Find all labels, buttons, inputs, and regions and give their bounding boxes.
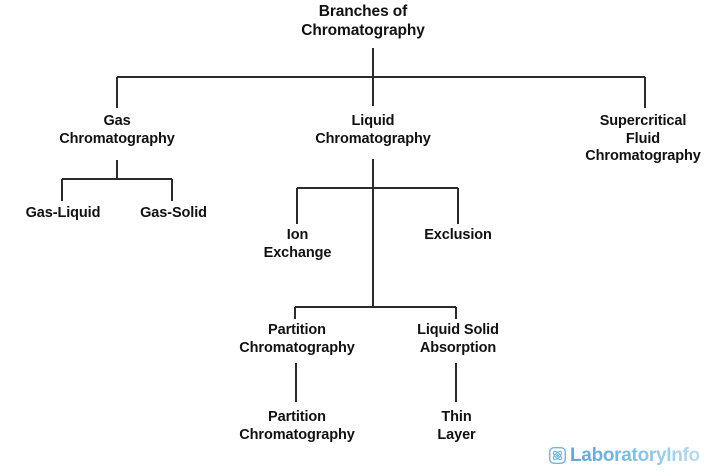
- node-ion-exchange: Ion Exchange: [263, 227, 332, 261]
- atom-flask-icon: [549, 447, 566, 464]
- node-gas-solid: Gas-Solid: [140, 205, 207, 221]
- node-partition-chromatography: Partition Chromatography: [239, 322, 355, 356]
- node-root: Branches of Chromatography: [301, 3, 425, 39]
- node-supercritical-fluid-chromatography: Supercritical Fluid Chromatography: [585, 113, 701, 165]
- node-liquid-chromatography: Liquid Chromatography: [315, 113, 431, 147]
- laboratoryinfo-logo[interactable]: LaboratoryInfo: [549, 446, 700, 465]
- node-gas-chromatography: Gas Chromatography: [59, 113, 175, 147]
- node-partition-chromatography-2: Partition Chromatography: [239, 409, 355, 443]
- node-gas-liquid: Gas-Liquid: [25, 205, 101, 221]
- node-liquid-solid-absorption: Liquid Solid Absorption: [417, 322, 499, 356]
- node-thin-layer: Thin Layer: [437, 409, 476, 443]
- logo-wordmark: LaboratoryInfo: [570, 445, 700, 466]
- node-exclusion: Exclusion: [424, 227, 492, 243]
